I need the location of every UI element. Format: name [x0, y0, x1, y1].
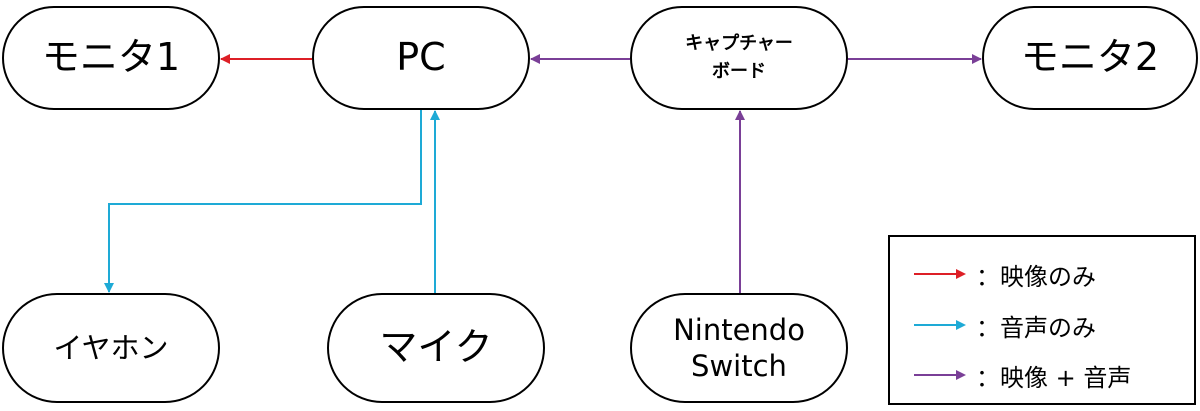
node-nintendo-switch-label: Nintendo Switch [673, 312, 805, 383]
node-earphone-label: イヤホン [53, 330, 169, 365]
node-capture-board: キャプチャー ボード [630, 6, 848, 110]
node-capture-board-label: キャプチャー ボード [685, 33, 793, 82]
node-earphone: イヤホン [2, 293, 220, 403]
legend: ：映像のみ ：音声のみ ：映像 + 音声 [888, 235, 1196, 405]
arrow-pc-to-earphone [104, 110, 422, 293]
node-monitor2: モニタ2 [982, 6, 1198, 110]
node-monitor2-label: モニタ2 [1020, 35, 1160, 80]
legend-purple-arrow-icon [914, 370, 966, 380]
node-pc: PC [312, 6, 530, 110]
legend-label-video-only: ：映像のみ [976, 262, 1096, 291]
node-monitor1-label: モニタ1 [41, 35, 181, 80]
node-monitor1: モニタ1 [2, 6, 220, 110]
legend-item-video-only: ：映像のみ [914, 259, 1096, 291]
node-mic-label: マイク [379, 325, 493, 370]
legend-item-audio-only: ：音声のみ [914, 310, 1096, 342]
legend-label-video-and-audio: ：映像 + 音声 [976, 363, 1132, 392]
legend-red-arrow-icon [914, 269, 966, 279]
legend-item-video-and-audio: ：映像 + 音声 [914, 360, 1132, 392]
node-pc-label: PC [396, 35, 446, 80]
node-nintendo-switch: Nintendo Switch [630, 293, 848, 403]
node-mic: マイク [327, 293, 545, 403]
legend-label-audio-only: ：音声のみ [976, 313, 1096, 342]
legend-blue-arrow-icon [914, 320, 966, 330]
